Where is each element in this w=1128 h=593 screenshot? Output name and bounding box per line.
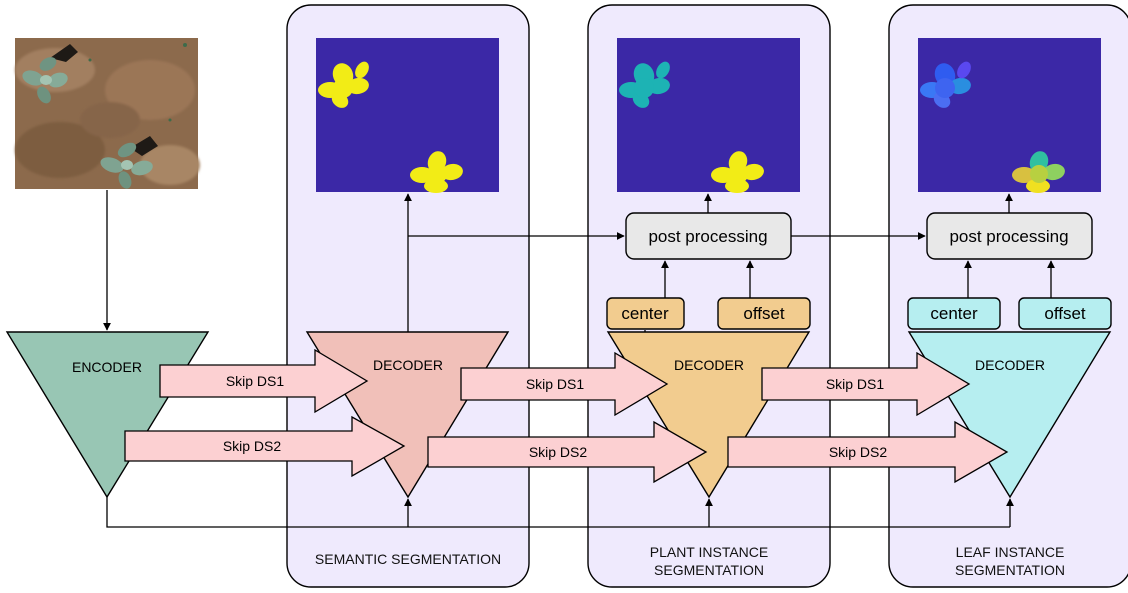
skip-ds2-label-2: Skip DS2 <box>529 444 588 460</box>
encoder-label: ENCODER <box>72 359 142 375</box>
skip-ds1-label-2: Skip DS1 <box>526 376 585 392</box>
skip-ds2-label-3: Skip DS2 <box>829 444 888 460</box>
skip-ds2-label-1: Skip DS2 <box>223 438 282 454</box>
leaf-offset-head: offset <box>1018 297 1112 330</box>
input-image <box>15 38 200 189</box>
leaf-decoder: DECODER <box>907 331 1112 499</box>
plant-offset-label: offset <box>743 304 785 323</box>
leaf-decoder-label: DECODER <box>975 357 1045 373</box>
encoder-block: ENCODER <box>5 331 210 499</box>
plant-post-processing-label: post processing <box>648 227 767 246</box>
skip-arrow-enc-ds2: Skip DS2 <box>124 415 406 478</box>
leaf-post-processing-label: post processing <box>949 227 1068 246</box>
skip-arrow-sem-ds1: Skip DS1 <box>460 351 669 417</box>
leaf-center-head: center <box>907 297 1001 330</box>
leaf-center-label: center <box>930 304 978 323</box>
panel-title-semantic-line1: SEMANTIC SEGMENTATION <box>315 551 501 567</box>
panel-title-plant-line1: PLANT INSTANCE <box>650 544 769 560</box>
leaf-offset-label: offset <box>1044 304 1086 323</box>
connection-lines <box>103 190 1055 528</box>
plant-center-head: center <box>606 297 685 330</box>
plant-offset-head: offset <box>717 297 811 330</box>
panel-title-plant-line2: SEGMENTATION <box>654 562 764 578</box>
skip-arrow-plant-ds1: Skip DS1 <box>761 351 971 417</box>
skip-arrow-plant-ds2: Skip DS2 <box>727 420 1009 484</box>
leaf-post-processing: post processing <box>926 212 1093 260</box>
skip-ds1-label-1: Skip DS1 <box>226 373 285 389</box>
plant-decoder: DECODER <box>606 331 811 499</box>
skip-arrow-enc-ds1: Skip DS1 <box>159 348 369 414</box>
panel-title-leaf-line2: SEGMENTATION <box>955 562 1065 578</box>
semantic-mask <box>316 38 499 193</box>
skip-ds1-label-3: Skip DS1 <box>826 376 885 392</box>
plant-post-processing: post processing <box>625 212 792 260</box>
skip-arrow-sem-ds2: Skip DS2 <box>427 420 708 484</box>
plant-decoder-label: DECODER <box>674 357 744 373</box>
panel-title-leaf-line1: LEAF INSTANCE <box>956 544 1065 560</box>
plant-center-label: center <box>621 304 669 323</box>
semantic-decoder-label: DECODER <box>373 357 443 373</box>
plant-instance-mask <box>617 38 800 193</box>
leaf-instance-mask <box>918 38 1101 193</box>
